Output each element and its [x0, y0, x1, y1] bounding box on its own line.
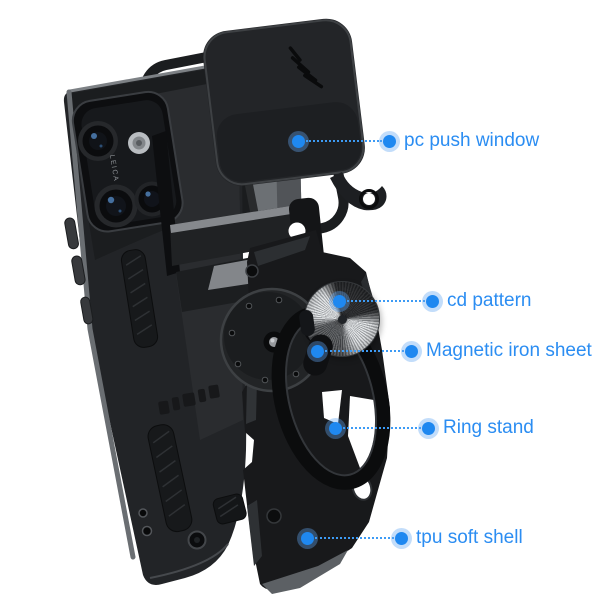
grip-texture-band — [120, 249, 159, 348]
annotation-row-cd-pattern: cd pattern — [333, 290, 532, 312]
annotation-label: Magnetic iron sheet — [426, 340, 592, 361]
annotation-leader-line — [315, 537, 394, 539]
annotation-label-dot — [422, 421, 435, 435]
camera-lens — [78, 121, 118, 161]
annotation-leader-line — [343, 427, 421, 429]
leica-label: LEICA — [108, 154, 119, 182]
annotation-source-dot — [292, 134, 305, 148]
grip-texture-patch — [212, 493, 247, 525]
annotation-leader-line — [306, 140, 382, 142]
armor-button — [245, 264, 259, 278]
annotation-label-dot — [395, 531, 408, 545]
cover-hook — [330, 172, 387, 211]
screw-hole — [187, 530, 207, 550]
annotation-leader-line — [325, 350, 404, 352]
annotation-label-dot — [426, 294, 439, 308]
annotation-leader-line — [347, 300, 425, 302]
case-left-bevel — [66, 89, 136, 560]
camera-module: LEICA — [71, 90, 184, 233]
push-window-cover — [202, 18, 387, 211]
annotation-label: Ring stand — [443, 417, 534, 438]
annotation-source-dot — [333, 294, 346, 308]
annotation-label: tpu soft shell — [416, 527, 523, 548]
armor-cutout — [322, 390, 342, 424]
grip-texture-band — [147, 424, 193, 533]
annotation-row-tpu-soft-shell: tpu soft shell — [301, 527, 523, 549]
hook-hole — [363, 193, 375, 205]
armor-recess — [266, 508, 282, 524]
annotation-source-dot — [329, 421, 342, 435]
power-button — [80, 296, 94, 325]
embossed-marking — [158, 384, 220, 415]
volume-button — [71, 255, 86, 286]
armor-bottom-face — [262, 550, 348, 594]
phone-case-back: LEICA — [63, 60, 247, 585]
annotation-source-dot — [311, 344, 324, 358]
annotation-label: pc push window — [404, 130, 540, 151]
grip-stripes-icon — [288, 46, 324, 89]
side-buttons — [64, 217, 94, 325]
annotation-label-dot — [383, 134, 396, 148]
annotation-row-magnetic-iron-sheet: Magnetic iron sheet — [311, 340, 592, 362]
annotation-source-dot — [301, 531, 314, 545]
camera-lens — [94, 184, 138, 228]
annotation-label: cd pattern — [447, 290, 532, 311]
annotation-row-pc-push-window: pc push window — [292, 130, 539, 152]
volume-button — [64, 217, 79, 250]
lanyard-holes — [138, 508, 153, 537]
annotation-row-ring-stand: Ring stand — [329, 417, 534, 439]
camera-flash-icon — [128, 132, 150, 154]
annotation-label-dot — [405, 344, 418, 358]
